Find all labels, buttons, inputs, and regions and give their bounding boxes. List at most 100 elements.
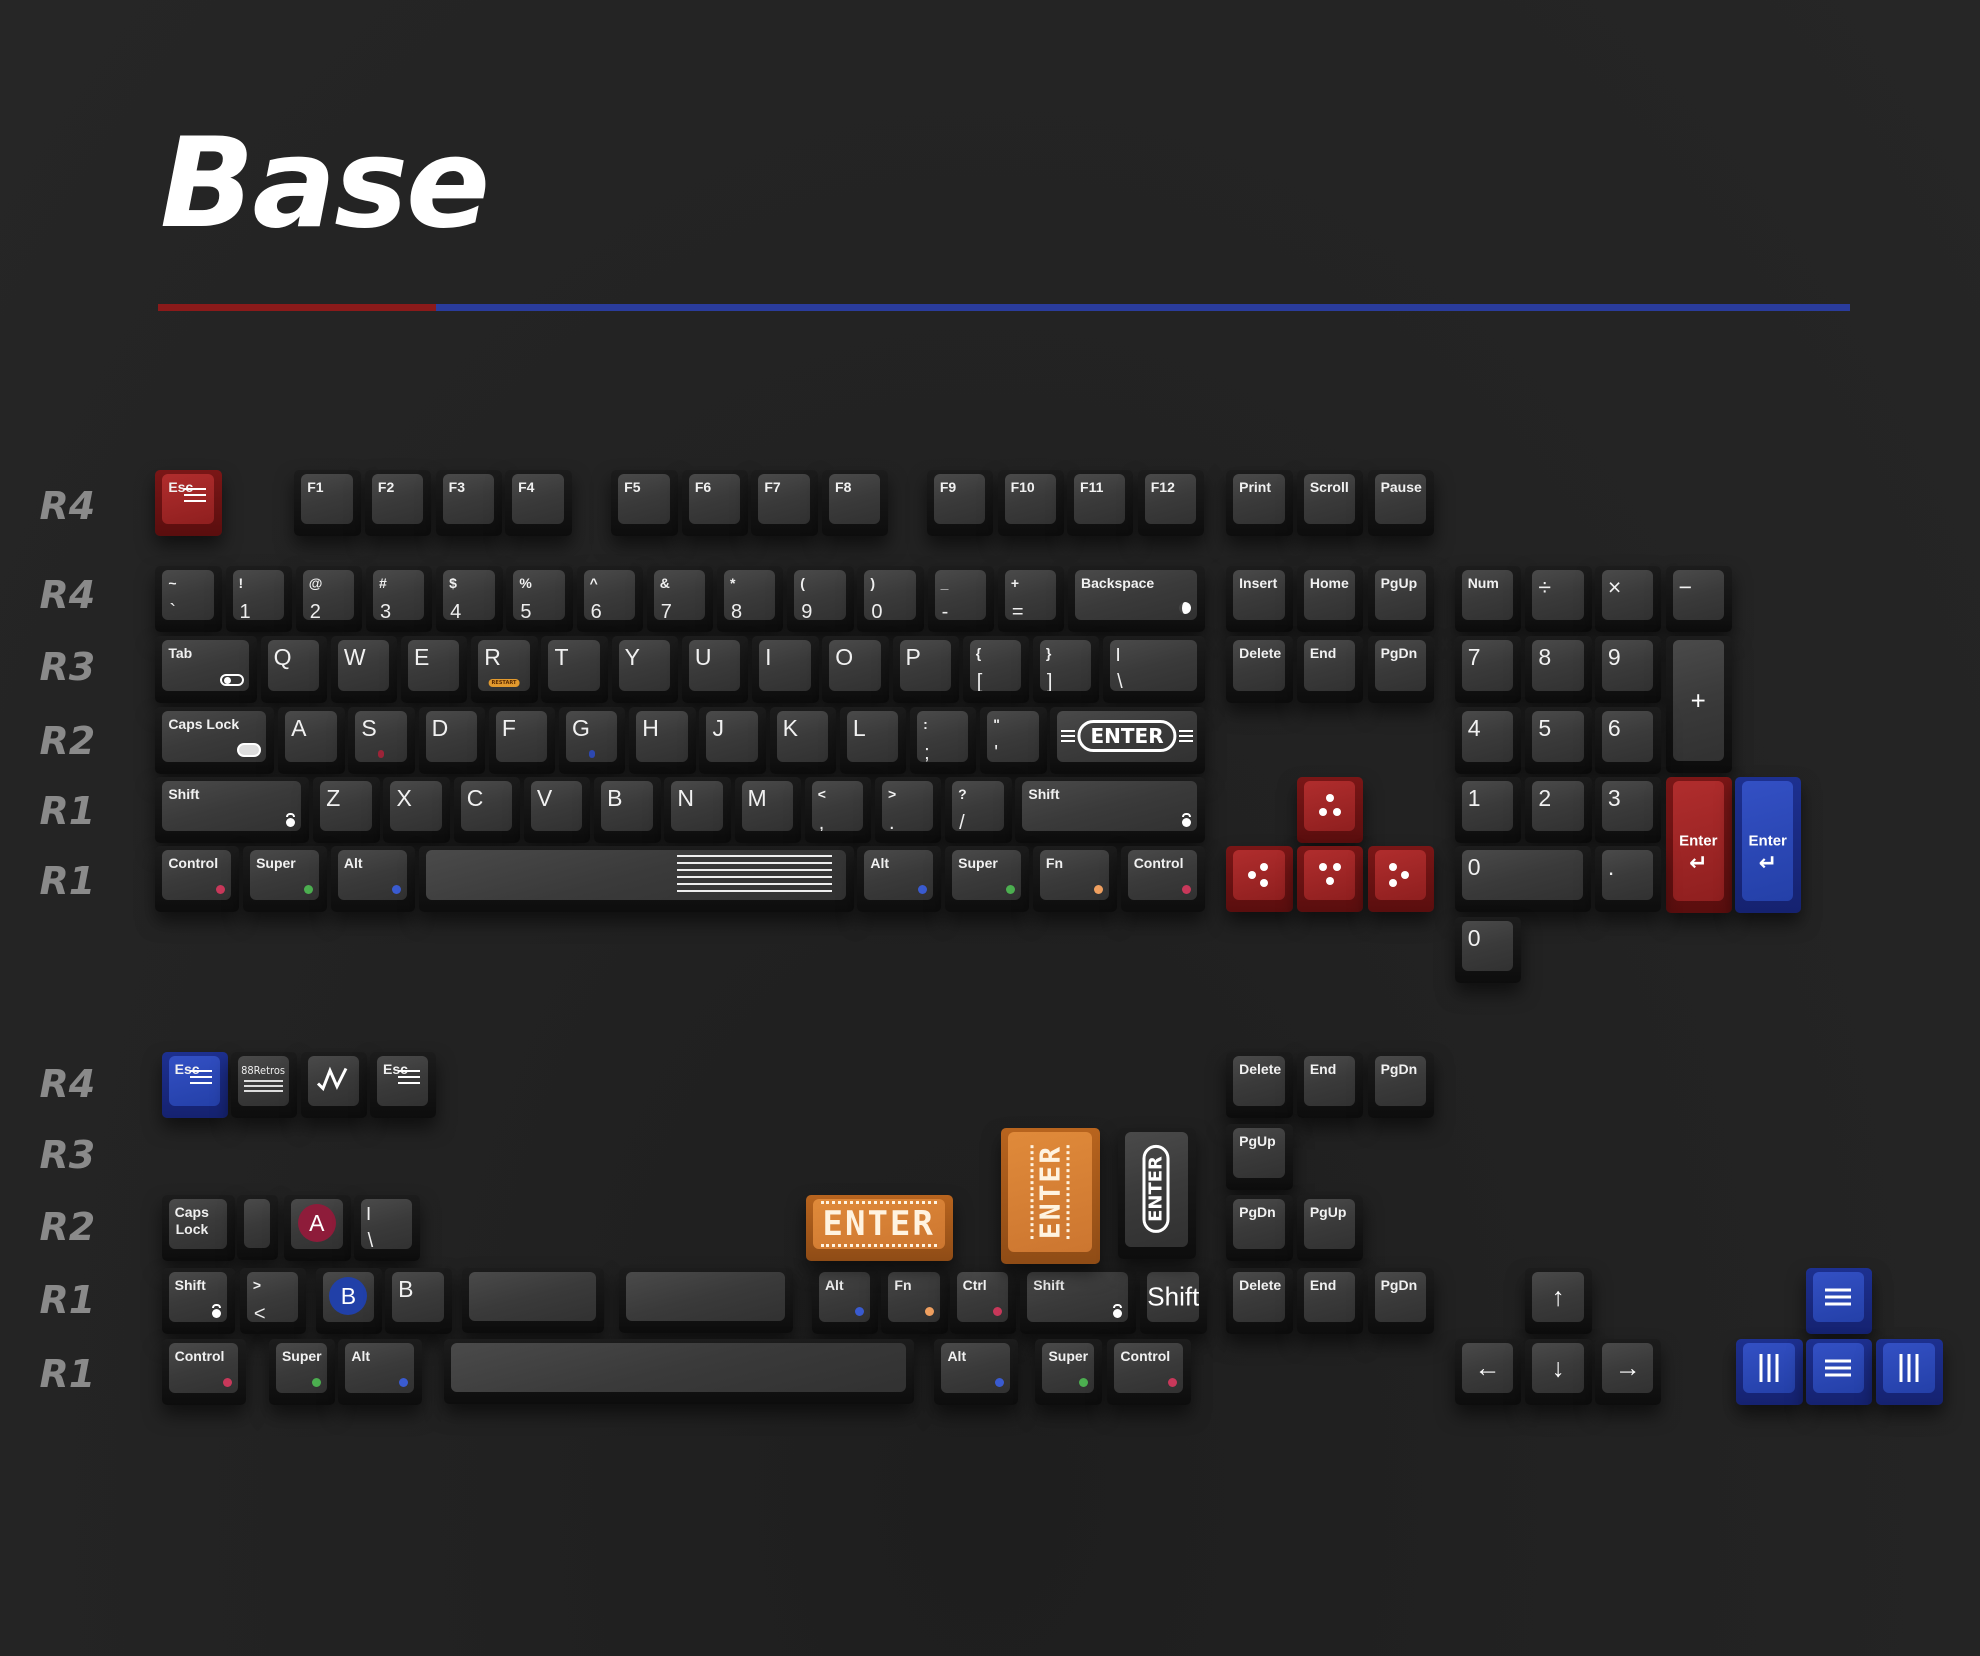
- keycap-o: O: [822, 636, 889, 703]
- keycap-top: "': [987, 711, 1039, 762]
- keycap-top: [1812, 1271, 1865, 1323]
- keycap-blank: [300, 1051, 367, 1119]
- keycap-top: Fn: [1039, 850, 1109, 901]
- key-legend: PgUp: [1309, 1203, 1347, 1220]
- keycap-caps-lock: Caps Lock: [155, 707, 275, 774]
- key-legend: S: [361, 715, 377, 742]
- keycap-top: B: [392, 1271, 444, 1323]
- key-legend: ←: [1474, 1352, 1501, 1383]
- key-legend: ENTER: [1077, 720, 1177, 753]
- caps-pill-icon: [237, 742, 262, 757]
- keycap-top: [1374, 850, 1426, 901]
- key-legend: →: [1614, 1352, 1641, 1383]
- keycap-top: X: [390, 780, 442, 831]
- keycap-f12: F12: [1137, 469, 1205, 537]
- keycap-blank: [1736, 1338, 1803, 1405]
- keycap-shift: Shift: [1020, 1267, 1136, 1335]
- shift-indicator-icon: [212, 1304, 222, 1319]
- keycap-top: ENTER: [1008, 1131, 1092, 1252]
- keycap-0: 0: [1454, 846, 1592, 913]
- keycap-top: F2: [371, 473, 424, 525]
- keycap-top: F6: [688, 473, 741, 525]
- keycap-top: Delete: [1233, 1055, 1285, 1107]
- keycap-symbol-symbol: +=: [997, 565, 1065, 633]
- key-legend: ): [870, 574, 876, 591]
- keycap-top: T: [548, 640, 600, 691]
- key-legend: A: [291, 715, 307, 742]
- key-legend: Super: [256, 855, 296, 872]
- key-legend: Caps: [174, 1203, 209, 1220]
- keycap-top: [625, 1271, 785, 1322]
- shift-indicator-icon: [286, 813, 296, 827]
- keycap-f9: F9: [926, 469, 994, 537]
- keycap-num: Num: [1454, 565, 1522, 633]
- key-legend: Control: [1120, 1347, 1171, 1364]
- keycap-top: V: [530, 780, 583, 831]
- keycap-symbol-symbol: |\: [1103, 636, 1205, 703]
- stripes-icon: [244, 1079, 284, 1095]
- keycap-symbol-1: !1: [225, 565, 292, 633]
- dice-dots-icon: [1317, 793, 1343, 818]
- keycap-control: Control: [161, 1338, 246, 1405]
- key-legend: 0: [1467, 924, 1481, 951]
- key-legend: ": [993, 716, 1000, 733]
- keycap-top: Delete: [1233, 1271, 1285, 1323]
- row-label: R3: [39, 1132, 96, 1177]
- keycap-top: Super: [1042, 1342, 1094, 1393]
- key-legend: B: [329, 1276, 368, 1315]
- legend-badge: [588, 749, 595, 758]
- keycap-top: L: [846, 711, 899, 762]
- color-dot: [399, 1377, 409, 1387]
- keycap-top: PgDn: [1374, 640, 1426, 691]
- keycap-symbol-symbol: }]: [1032, 636, 1100, 703]
- key-legend: F8: [835, 478, 852, 495]
- keycap-symbol-symbol: ?/: [945, 776, 1012, 843]
- keycap-top: ~`: [162, 569, 214, 621]
- lines-icon: [183, 487, 206, 506]
- keycap-top: Delete: [1233, 640, 1285, 691]
- keycap-top: Enter↵: [1742, 780, 1794, 902]
- keycap-top: 8: [1532, 640, 1584, 691]
- key-sublegend: ;: [924, 742, 930, 762]
- key-legend: ^: [589, 574, 598, 591]
- keycap-2: 2: [1525, 776, 1592, 843]
- keycap-top: [1743, 1342, 1795, 1393]
- keycap-f: F: [488, 707, 556, 774]
- keycap-symbol-symbol: |\: [353, 1194, 420, 1261]
- keycap-super: Super: [945, 846, 1030, 913]
- key-legend: ↑: [1551, 1281, 1565, 1312]
- key-legend: &: [659, 574, 670, 591]
- keycap-top: Alt: [818, 1271, 871, 1323]
- key-sublegend: 5: [520, 600, 532, 621]
- row-label: R1: [39, 789, 96, 834]
- keycap-blank: [462, 1267, 604, 1334]
- keycap-6: 6: [1594, 707, 1662, 774]
- key-sublegend: 9: [801, 600, 813, 621]
- key-legend: +: [1010, 574, 1020, 591]
- color-dot: [1006, 885, 1016, 895]
- color-dot: [391, 885, 401, 895]
- key-legend: >: [887, 785, 897, 802]
- keycap-s: S: [348, 707, 415, 774]
- keycap-blank: [237, 1194, 278, 1261]
- keycap-f4: F4: [505, 469, 572, 537]
- keycap-top: PgDn: [1374, 1271, 1426, 1323]
- keycap-esc: Esc: [155, 469, 222, 537]
- key-legend: F6: [694, 478, 712, 495]
- keycap-top: Pause: [1374, 473, 1426, 525]
- keycap-top: [1233, 850, 1285, 901]
- key-legend: Backspace: [1081, 574, 1155, 591]
- key-legend: F10: [1010, 478, 1035, 495]
- keycap-top: ENTER: [1057, 711, 1197, 762]
- keycap-d: D: [418, 707, 485, 774]
- key-legend: 0: [1467, 854, 1481, 881]
- key-legend: Alt: [947, 1347, 967, 1364]
- key-legend: Control: [174, 1347, 225, 1364]
- keycap-symbol-symbol: ><: [239, 1267, 307, 1335]
- keycap-top: M: [741, 780, 793, 831]
- keycap-top: +: [1672, 640, 1724, 762]
- keycap-c: C: [453, 776, 521, 843]
- keycap-top: ^6: [583, 569, 635, 621]
- key-legend: Scroll: [1309, 478, 1349, 495]
